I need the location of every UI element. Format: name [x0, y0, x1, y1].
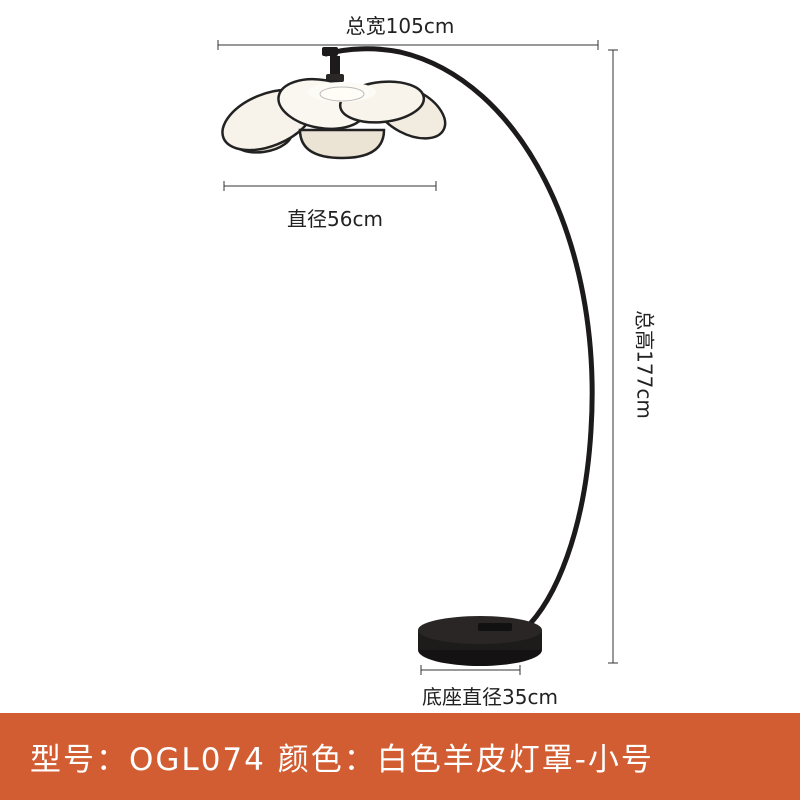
shade-diameter-dimension-line	[223, 181, 437, 191]
product-info-banner: 型号：OGL074 颜色：白色羊皮灯罩-小号	[0, 713, 800, 800]
shade-diameter-label: 直径56cm	[287, 207, 383, 231]
total-height-label: 总高177cm	[632, 310, 657, 419]
base-diameter-dimension-line	[420, 665, 521, 675]
total-width-label: 总宽105cm	[345, 14, 455, 38]
shade-hanger	[330, 56, 340, 78]
product-info-text: 型号：OGL074 颜色：白色羊皮灯罩-小号	[30, 742, 654, 778]
lamp-base	[418, 616, 542, 666]
lamp-arc-pole	[323, 46, 595, 633]
pole-end-cap	[322, 47, 338, 56]
total-height-dimension-line	[608, 49, 618, 664]
petal-lamp-shade	[221, 77, 447, 160]
total-width-dimension-line	[217, 40, 599, 50]
base-diameter-label: 底座直径35cm	[422, 685, 558, 709]
